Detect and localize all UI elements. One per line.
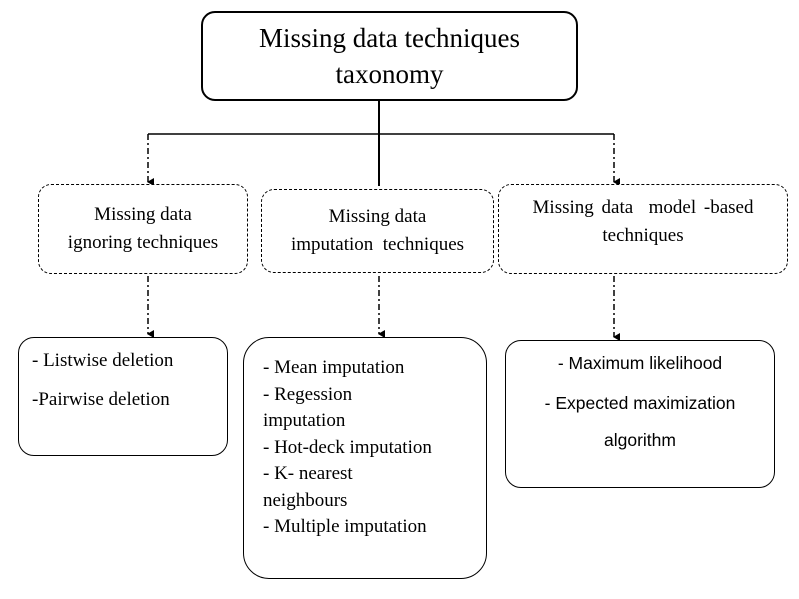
category-ignoring-line1: Missing data: [94, 204, 192, 225]
list-item: - Multiple imputation: [263, 516, 427, 537]
category-imputation-line1: Missing data: [328, 206, 427, 227]
root-node: Missing data techniques taxonomy: [201, 11, 578, 101]
list-item: algorithm: [604, 430, 676, 450]
list-item: - Expected maximization: [544, 393, 736, 413]
list-item: - K- nearest: [263, 463, 353, 484]
list-item: - Hot-deck imputation: [263, 436, 432, 458]
list-item: imputation: [263, 410, 346, 431]
category-model-based: Missing data model -based techniques: [498, 184, 788, 274]
imputation-methods-box: - Mean imputation - Regession imputation…: [243, 337, 487, 579]
category-ignoring: Missing data ignoring techniques: [38, 184, 248, 274]
list-item: - Maximum likelihood: [557, 353, 723, 373]
list-item: neighbours: [263, 489, 348, 511]
category-imputation: Missing data imputation techniques: [261, 189, 494, 273]
list-item: - Mean imputation: [263, 357, 405, 378]
category-model-based-line1: Missing data model -based: [532, 197, 754, 218]
model-based-methods-box: - Maximum likelihood - Expected maximiza…: [505, 340, 775, 488]
category-model-based-line2: techniques: [602, 225, 684, 246]
list-item: -Pairwise deletion: [32, 389, 170, 410]
list-item: - Listwise deletion: [32, 350, 174, 371]
root-title-line1: Missing data techniques: [259, 23, 520, 53]
root-title-line2: taxonomy: [335, 59, 444, 89]
category-imputation-line2: imputation techniques: [290, 234, 465, 255]
category-ignoring-line2: ignoring techniques: [67, 232, 219, 253]
list-item: - Regession: [263, 383, 353, 405]
deletion-methods-box: - Listwise deletion -Pairwise deletion: [18, 337, 228, 456]
